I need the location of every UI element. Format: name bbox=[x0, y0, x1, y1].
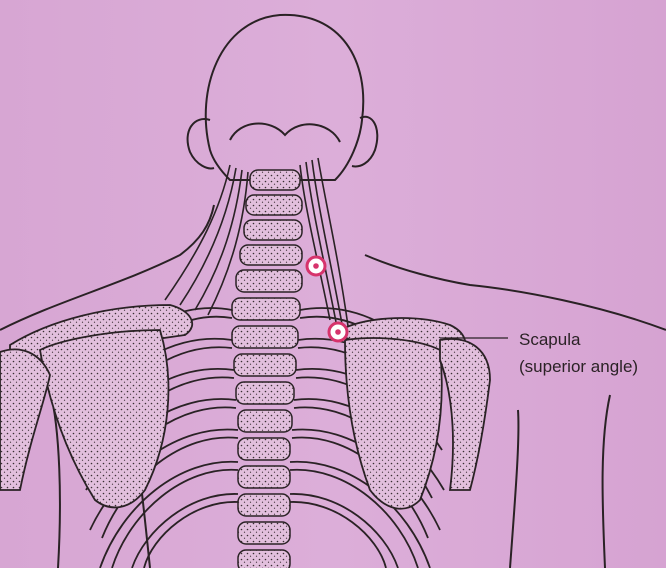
superior-angle-label: (superior angle) bbox=[519, 356, 638, 378]
trigger-point-marker-upper bbox=[307, 257, 325, 275]
head bbox=[188, 15, 378, 180]
occipital-outline bbox=[230, 124, 340, 142]
left-shoulder bbox=[0, 305, 192, 507]
scapula-label: Scapula bbox=[519, 329, 580, 351]
right-ear bbox=[352, 117, 377, 167]
right-shoulder bbox=[340, 318, 490, 509]
left-ear bbox=[188, 119, 214, 168]
trigger-point-marker-lower bbox=[329, 323, 347, 341]
spine bbox=[232, 170, 302, 568]
